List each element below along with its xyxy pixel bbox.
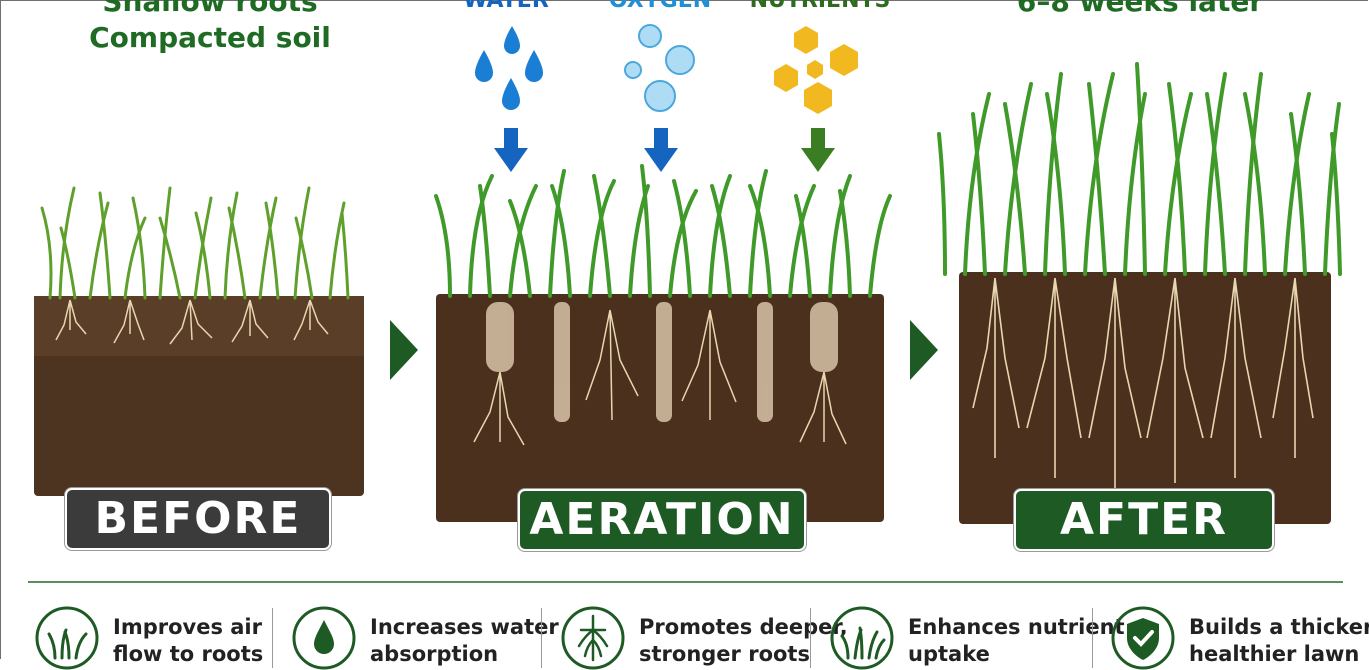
inputs-illustration (475, 24, 858, 172)
shield-check-icon (1111, 606, 1175, 670)
chevron-right-icon (910, 320, 938, 380)
chevron-right-icon (390, 320, 418, 380)
grass-icon (35, 606, 99, 670)
after-caption: 6–8 weeks later (1016, 0, 1264, 18)
after-soil-illustration (937, 62, 1342, 524)
section-divider (28, 581, 1343, 583)
grass-icon (830, 606, 894, 670)
benefit-separator (541, 608, 542, 668)
aeration-soil-illustration (434, 164, 892, 522)
oxygen-label: OXYGEN (608, 0, 712, 13)
before-caption: Shallow roots Compacted soil (60, 0, 360, 56)
benefit-separator (810, 608, 811, 668)
before-badge: BEFORE (65, 488, 331, 550)
after-badge: AFTER (1014, 489, 1274, 551)
water-drops-icon (475, 26, 543, 172)
benefit-text: Builds a thicker, healthier lawn (1189, 615, 1369, 666)
before-soil-illustration (34, 186, 364, 496)
water-label: WATER (463, 0, 549, 13)
benefit-text: Increases water absorption (370, 615, 559, 666)
nutrient-hexagons-icon (774, 26, 858, 172)
roots-icon (561, 606, 625, 670)
water-drop-icon (292, 606, 356, 670)
aeration-badge: AERATION (518, 489, 806, 551)
benefit-separator (1092, 608, 1093, 668)
benefit-separator (272, 608, 273, 668)
before-caption-line1: Shallow roots (102, 0, 318, 18)
nutrients-label: NUTRIENTS (749, 0, 891, 13)
oxygen-bubbles-icon (624, 24, 695, 172)
before-caption-line2: Compacted soil (89, 21, 331, 54)
